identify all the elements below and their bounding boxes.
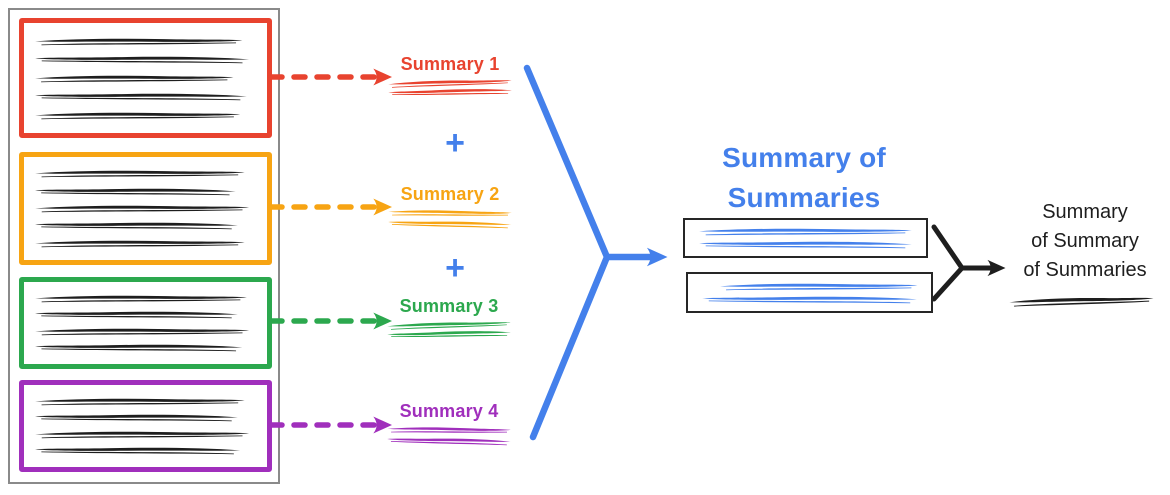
summary-2-scribble bbox=[387, 208, 513, 229]
scribble-line bbox=[35, 311, 238, 319]
summary-3-label: Summary 3 bbox=[399, 296, 499, 316]
source-document bbox=[8, 8, 280, 484]
summary-4-group: Summary 4 bbox=[386, 401, 512, 446]
scribble-line bbox=[388, 88, 512, 97]
scribble-line bbox=[35, 93, 247, 101]
doc-section-2 bbox=[19, 152, 272, 265]
scribble-line bbox=[699, 241, 912, 249]
sos-box-2 bbox=[686, 272, 933, 313]
scribble-line bbox=[35, 188, 236, 195]
scribble-line bbox=[1009, 296, 1154, 307]
summary-1-scribble bbox=[387, 77, 513, 97]
doc-section-3 bbox=[19, 277, 272, 369]
summary-4-scribble bbox=[386, 425, 512, 446]
summary-3-scribble bbox=[386, 319, 512, 339]
scribble-line bbox=[35, 38, 243, 45]
scribble-line bbox=[35, 448, 241, 455]
sos-title-line-2: Summaries bbox=[727, 182, 881, 213]
summary-of-summaries-title: Summary of Summaries bbox=[678, 138, 930, 218]
summary-2-label: Summary 2 bbox=[400, 184, 500, 204]
scribble-line bbox=[35, 75, 234, 82]
scribble-line bbox=[387, 437, 511, 446]
scribble-line bbox=[35, 295, 247, 302]
plus-operator-1: + bbox=[445, 124, 465, 162]
plus-operator-2: + bbox=[445, 249, 465, 287]
scribble-line bbox=[699, 228, 912, 236]
scribble-line bbox=[719, 283, 917, 290]
merge-lines-black bbox=[931, 224, 965, 302]
final-summary-line-1: Summary bbox=[1042, 201, 1128, 223]
scribble-line bbox=[35, 171, 245, 178]
final-summary-line-3: of Summaries bbox=[1023, 259, 1147, 281]
summary-1-label: Summary 1 bbox=[400, 54, 500, 74]
scribble-line bbox=[35, 345, 243, 352]
doc-section-1 bbox=[19, 18, 272, 138]
scribble-line bbox=[388, 220, 512, 229]
scribble-line bbox=[387, 330, 511, 339]
summary-3-group: Summary 3 bbox=[386, 296, 512, 339]
scribble-line bbox=[35, 205, 250, 213]
final-summary-label: Summary of Summary of Summaries bbox=[1002, 198, 1168, 285]
scribble-line bbox=[35, 112, 241, 119]
scribble-line bbox=[35, 223, 238, 230]
scribble-line bbox=[388, 209, 512, 218]
scribble-line bbox=[35, 431, 250, 438]
scribble-line bbox=[35, 414, 238, 422]
scribble-line bbox=[35, 328, 250, 335]
sos-title-line-1: Summary of bbox=[722, 142, 886, 173]
scribble-line bbox=[702, 296, 917, 303]
summary-4-label: Summary 4 bbox=[399, 401, 499, 421]
scribble-line bbox=[35, 56, 250, 64]
summary-1-group: Summary 1 bbox=[387, 54, 513, 97]
scribble-line bbox=[35, 240, 245, 247]
final-summary-line-2: of Summary bbox=[1031, 230, 1139, 252]
scribble-line bbox=[35, 398, 245, 405]
summary-2-group: Summary 2 bbox=[387, 184, 513, 229]
final-summary-scribble bbox=[1008, 296, 1155, 307]
scribble-line bbox=[387, 426, 511, 435]
merge-lines-blue bbox=[523, 64, 611, 441]
sos-box-1 bbox=[683, 218, 928, 258]
doc-section-4 bbox=[19, 380, 272, 472]
